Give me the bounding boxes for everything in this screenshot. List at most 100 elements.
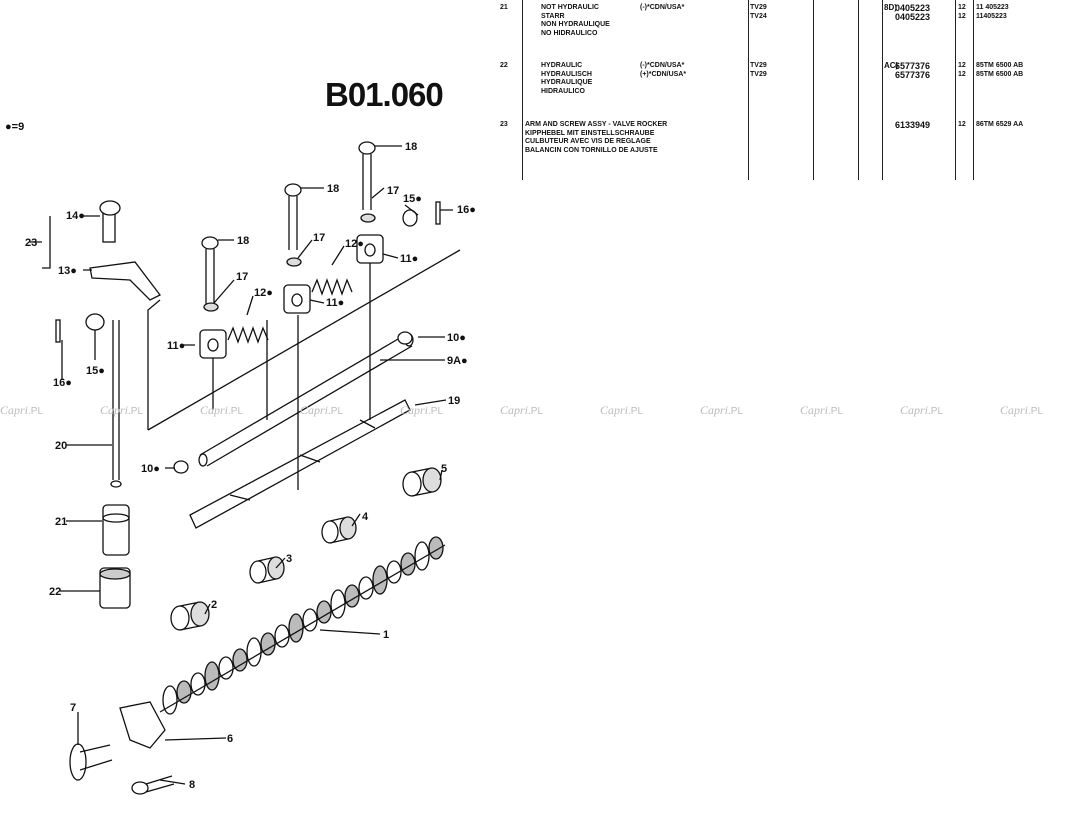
callout-11a: 11● bbox=[400, 253, 418, 265]
callout-12b: 12● bbox=[254, 287, 273, 299]
diagram-title: B01.060 bbox=[325, 76, 444, 113]
callout-10b: 10● bbox=[141, 463, 160, 475]
callout-21: 21 bbox=[55, 516, 67, 528]
alt-number: 11405223 bbox=[976, 12, 1007, 20]
clip bbox=[85, 313, 105, 331]
clip bbox=[402, 209, 418, 227]
callout-8: 8 bbox=[189, 779, 195, 791]
shaft-axis bbox=[147, 249, 461, 431]
table-divider bbox=[813, 0, 814, 180]
tappet-22 bbox=[99, 567, 131, 609]
callout-3: 3 bbox=[286, 553, 292, 565]
callout-15b: 15● bbox=[86, 365, 105, 377]
camshaft-axis bbox=[159, 544, 446, 713]
quantity: 12 bbox=[958, 4, 966, 11]
quantity: 12 bbox=[958, 70, 966, 78]
code: TV29 bbox=[750, 4, 767, 11]
applicability-note: (-)*CDN/USA* bbox=[640, 4, 685, 11]
description-line: STARR bbox=[541, 12, 565, 20]
description-line: NO HIDRAULICO bbox=[541, 29, 598, 37]
callout-16b: 16● bbox=[53, 377, 72, 389]
description-line: HIDRAULICO bbox=[541, 87, 585, 95]
applicability-note: (+)*CDN/USA* bbox=[640, 70, 687, 78]
pin bbox=[55, 319, 61, 343]
cam-lobe bbox=[246, 637, 262, 667]
variant-prefix: AC) bbox=[884, 61, 899, 70]
callout-9a: 9A● bbox=[447, 355, 468, 367]
cam-lobe bbox=[176, 680, 192, 704]
cam-lobe bbox=[218, 656, 234, 680]
callout-5: 5 bbox=[441, 463, 447, 475]
callout-12a: 12● bbox=[345, 238, 364, 250]
callout-14: 14● bbox=[66, 210, 85, 222]
callout-16a: 16● bbox=[457, 204, 476, 216]
quantity: 12 bbox=[958, 121, 966, 128]
alt-number: 85TM 6500 AB bbox=[976, 70, 1024, 78]
alt-number: 11 405223 bbox=[976, 4, 1009, 11]
cam-lobe bbox=[316, 600, 332, 624]
description-line: HYDRAULISCH bbox=[541, 70, 592, 78]
legend: ●=9 bbox=[5, 121, 25, 133]
cam-lobe bbox=[414, 541, 430, 571]
table-divider bbox=[882, 0, 883, 180]
bearing-3 bbox=[249, 556, 285, 584]
pedestal bbox=[356, 234, 384, 264]
table-divider bbox=[522, 0, 523, 180]
cam-lobe bbox=[232, 648, 248, 672]
callout-18a: 18 bbox=[405, 141, 417, 153]
callout-19: 19 bbox=[448, 395, 460, 407]
table-divider bbox=[858, 0, 859, 180]
applicability-note: (-)*CDN/USA* bbox=[640, 62, 685, 69]
cam-lobe bbox=[162, 685, 178, 715]
table-divider bbox=[955, 0, 956, 180]
callout-20: 20 bbox=[55, 440, 67, 452]
cam-lobe bbox=[330, 589, 346, 619]
quantity: 12 bbox=[958, 62, 966, 69]
callout-2: 2 bbox=[211, 599, 217, 611]
applicability-note-column: (-)*CDN/USA*(+)*CDN/USA* bbox=[640, 62, 686, 79]
item-number: 21 bbox=[500, 4, 508, 11]
cam-lobe bbox=[428, 536, 444, 560]
description-line: NOT HYDRAULIC bbox=[541, 4, 599, 11]
callout-18b: 18 bbox=[327, 183, 339, 195]
callout-22: 22 bbox=[49, 586, 61, 598]
callout-4: 4 bbox=[362, 511, 369, 523]
spring bbox=[311, 278, 353, 296]
callout-17c: 17 bbox=[236, 271, 248, 283]
callout-23: 23 bbox=[25, 237, 37, 249]
code: TV24 bbox=[750, 12, 767, 20]
alt-number-column: 86TM 6529 AA bbox=[976, 121, 1023, 130]
bearing-4 bbox=[321, 516, 357, 544]
cam-lobe bbox=[204, 661, 220, 691]
part-number: 0405223 bbox=[895, 3, 931, 13]
code: TV29 bbox=[750, 70, 767, 78]
callout-15a: 15● bbox=[403, 193, 422, 205]
table-divider bbox=[748, 0, 749, 180]
pushrod bbox=[110, 320, 122, 488]
part-number: 6133949 bbox=[895, 120, 931, 130]
description-line: HYDRAULIC bbox=[541, 62, 583, 69]
rocker-shaft bbox=[198, 333, 414, 467]
bolt bbox=[358, 141, 376, 210]
description-line: BALANCIN CON TORNILLO DE AJUSTE bbox=[525, 146, 658, 154]
cam-lobe bbox=[372, 565, 388, 595]
pedestal bbox=[199, 329, 227, 359]
description-line: NON HYDRAULIQUE bbox=[541, 21, 610, 28]
callout-10a: 10● bbox=[447, 332, 466, 344]
callout-17b: 17 bbox=[313, 232, 325, 244]
cam-lobe bbox=[190, 672, 206, 696]
description-line: HYDRAULIQUE bbox=[541, 79, 593, 86]
screw bbox=[131, 775, 175, 795]
callout-17a: 17 bbox=[387, 185, 399, 197]
